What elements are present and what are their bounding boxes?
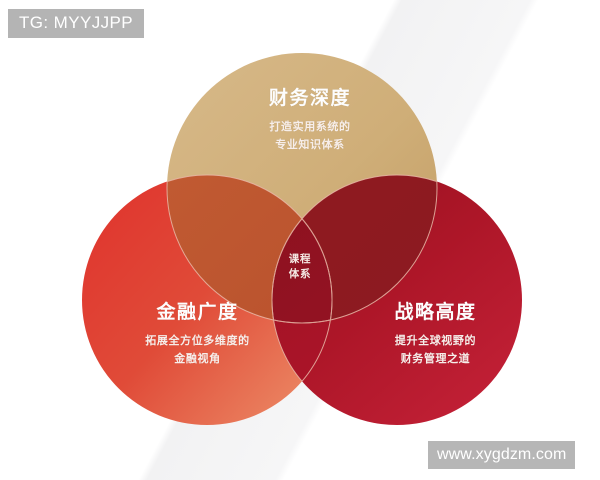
site-watermark-badge: www.xygdzm.com (428, 441, 576, 470)
venn-outlines (166, 174, 438, 425)
tg-watermark-badge: TG: MYYJJPP (8, 9, 144, 39)
